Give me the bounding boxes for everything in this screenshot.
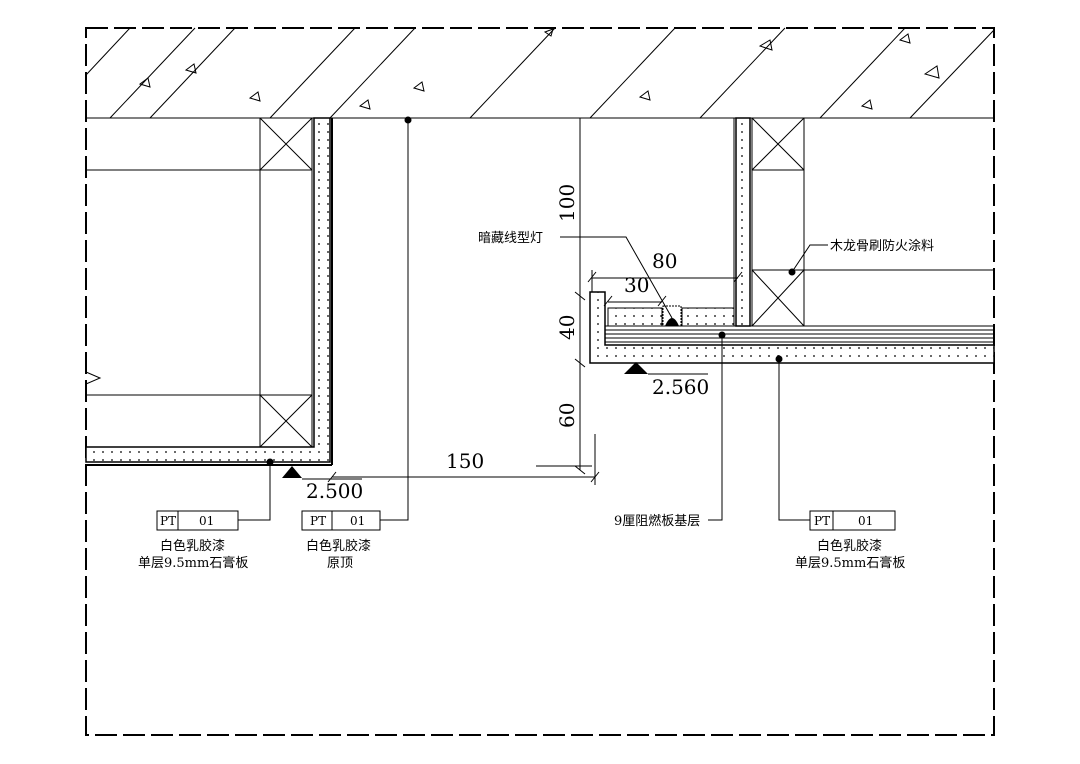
label-wood-keel: 木龙骨刷防火涂料 xyxy=(830,238,934,254)
right-ceiling-section xyxy=(580,117,995,364)
svg-text:PT: PT xyxy=(814,514,830,528)
dim-100: 100 xyxy=(555,184,579,222)
leader-lines xyxy=(238,120,828,521)
dim-60: 60 xyxy=(555,403,579,428)
drawing-frame xyxy=(85,27,995,736)
svg-text:01: 01 xyxy=(199,514,214,528)
svg-text:白色乳胶漆: 白色乳胶漆 xyxy=(160,538,225,554)
label-hidden-light: 暗藏线型灯 xyxy=(478,231,543,246)
svg-text:PT: PT xyxy=(160,514,176,528)
level-left: 2.500 xyxy=(306,479,363,503)
dim-80: 80 xyxy=(652,249,677,273)
svg-text:PT: PT xyxy=(310,514,326,528)
dim-40: 40 xyxy=(555,315,579,340)
level-marker-icon xyxy=(624,362,648,374)
level-right: 2.560 xyxy=(652,375,709,399)
concrete-slab xyxy=(85,27,995,119)
dimension-lines xyxy=(327,118,743,485)
svg-text:白色乳胶漆: 白色乳胶漆 xyxy=(817,538,882,554)
dim-30: 30 xyxy=(624,273,649,297)
svg-text:01: 01 xyxy=(350,514,365,528)
left-ceiling-section xyxy=(85,117,333,466)
svg-text:单层9.5mm石膏板: 单层9.5mm石膏板 xyxy=(138,555,248,571)
label-base-board: 9厘阻燃板基层 xyxy=(614,513,700,529)
dim-150: 150 xyxy=(446,449,484,473)
svg-text:01: 01 xyxy=(858,514,873,528)
svg-text:原顶: 原顶 xyxy=(327,556,353,571)
svg-text:单层9.5mm石膏板: 单层9.5mm石膏板 xyxy=(795,555,905,571)
svg-text:白色乳胶漆: 白色乳胶漆 xyxy=(306,538,371,554)
level-marker-icon xyxy=(282,466,302,478)
